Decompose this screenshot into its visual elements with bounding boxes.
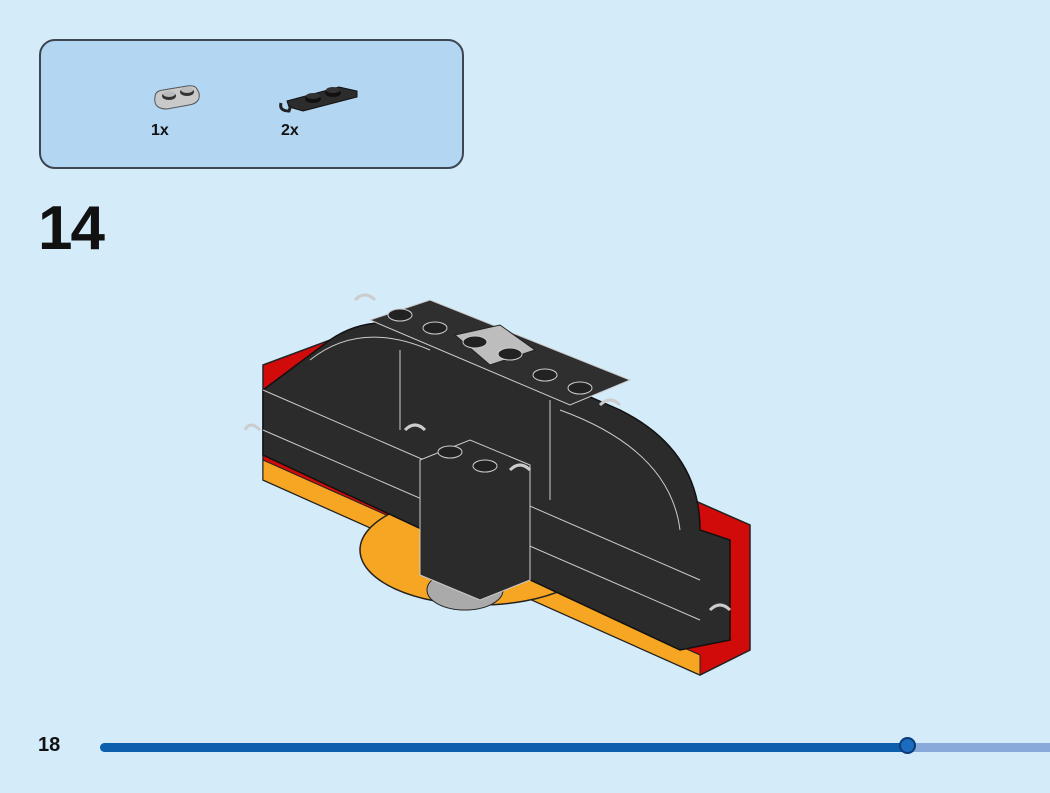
build-model-illustration: [230, 280, 770, 685]
progress-bar: [100, 737, 1050, 754]
step-number: 14: [38, 194, 105, 263]
progress-fill: [100, 743, 908, 752]
progress-marker: [898, 737, 916, 754]
quantity-label: 1x: [151, 122, 169, 139]
plate-clip-black-icon: [279, 81, 359, 115]
quantity-label: 2x: [281, 122, 299, 139]
page-number: 18: [38, 734, 61, 756]
plate-rounded-light-gray-icon: [149, 83, 205, 113]
parts-callout: 1x 2x: [39, 39, 464, 169]
